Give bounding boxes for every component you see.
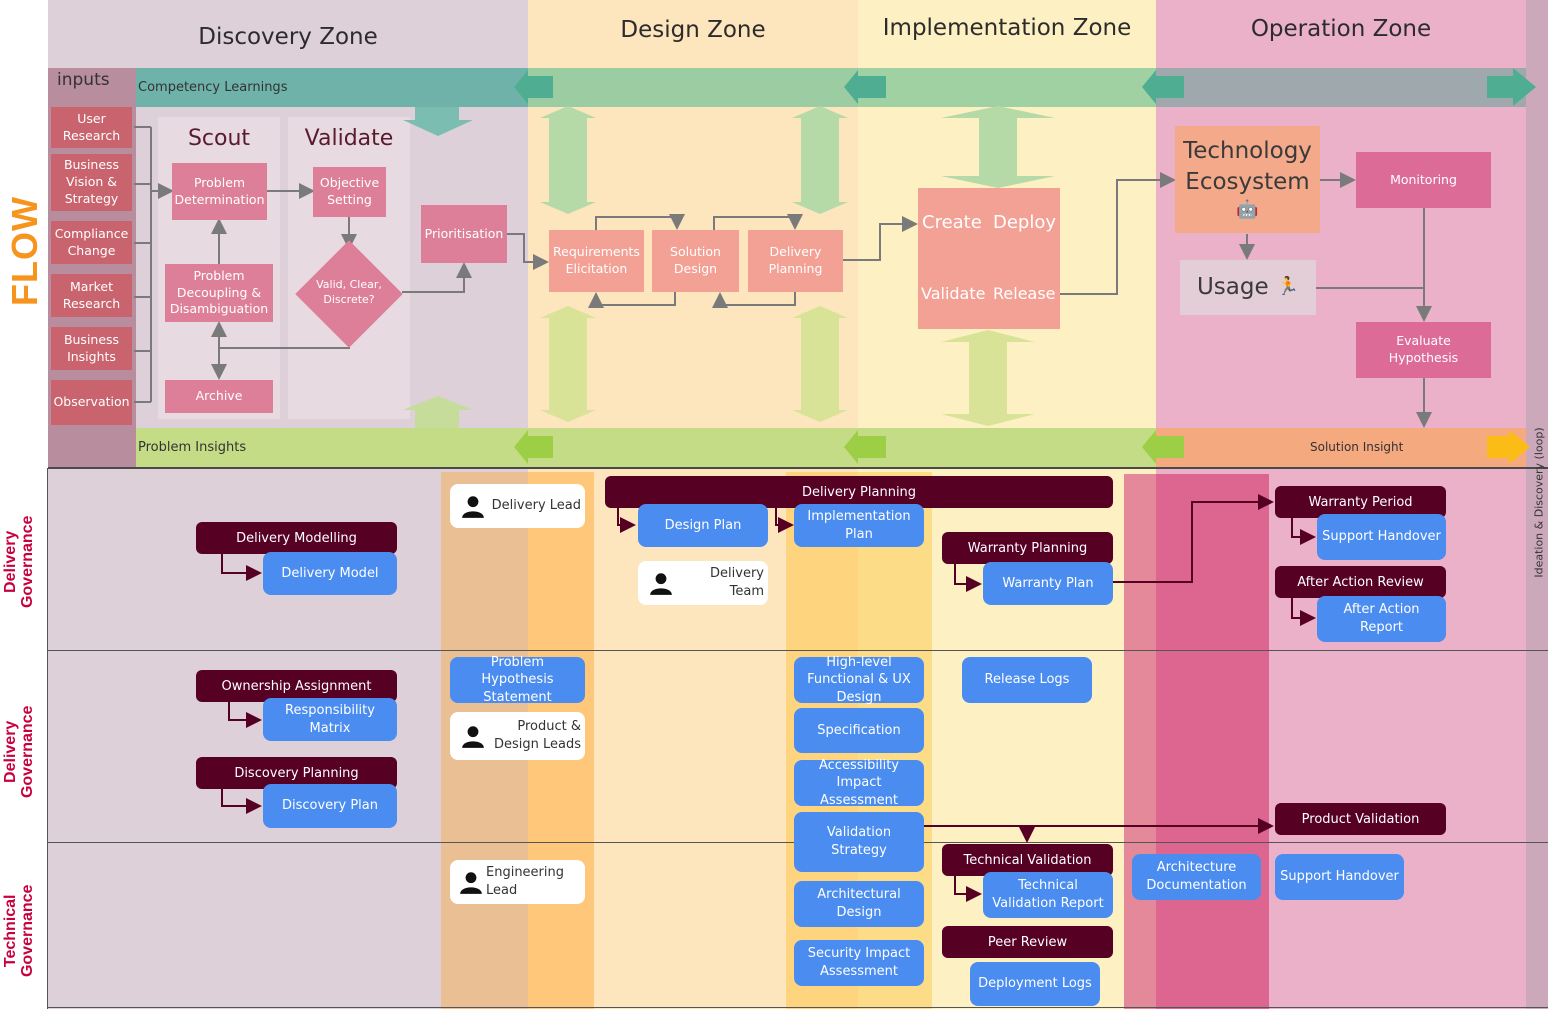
implementation-block[interactable] bbox=[918, 188, 1060, 329]
competency-band-design bbox=[528, 68, 858, 107]
lane-divider-2 bbox=[48, 650, 1548, 651]
security-impact-box[interactable]: Security Impact Assessment bbox=[794, 940, 924, 986]
competency-learnings-label: Competency Learnings bbox=[138, 80, 288, 95]
impl-deploy: Deploy bbox=[993, 212, 1057, 233]
requirements-elicitation-box[interactable]: Requirements Elicitation bbox=[549, 230, 644, 292]
support-handover-box-1[interactable]: Support Handover bbox=[1317, 514, 1446, 560]
lane-label-delivery-governance-2: Delivery Governance bbox=[2, 705, 36, 799]
input-business-vision: Business Vision & Strategy bbox=[51, 154, 132, 211]
competency-band-left bbox=[136, 68, 528, 107]
release-logs-box[interactable]: Release Logs bbox=[962, 657, 1092, 703]
input-market-research: Market Research bbox=[51, 274, 132, 317]
peer-review-box[interactable]: Peer Review bbox=[942, 926, 1113, 958]
warranty-plan-box[interactable]: Warranty Plan bbox=[983, 562, 1113, 605]
input-observation: Observation bbox=[51, 380, 132, 425]
warranty-period-box[interactable]: Warranty Period bbox=[1275, 486, 1446, 518]
engineering-lead-label: Engineering Lead bbox=[486, 865, 564, 898]
objective-setting-box[interactable]: Objective Setting bbox=[313, 167, 386, 217]
input-compliance-change: Compliance Change bbox=[51, 221, 132, 264]
technology-ecosystem-box[interactable]: Technology Ecosystem 🤖 bbox=[1175, 126, 1320, 233]
lane-label-technical-governance: Technical Governance bbox=[2, 884, 36, 978]
after-action-review-box[interactable]: After Action Review bbox=[1275, 566, 1446, 598]
lane-divider-1 bbox=[48, 467, 1548, 469]
tech-ecosystem-label: Technology Ecosystem bbox=[1183, 138, 1312, 196]
support-handover-box-2[interactable]: Support Handover bbox=[1275, 854, 1404, 900]
decision-label: Valid, Clear, Discrete? bbox=[316, 278, 382, 306]
person-icon bbox=[462, 726, 484, 748]
impl-validate: Validate bbox=[921, 284, 986, 303]
lane-label-delivery-governance-1: Delivery Governance bbox=[2, 515, 36, 609]
solution-design-box[interactable]: Solution Design bbox=[652, 230, 739, 292]
impl-release: Release bbox=[993, 284, 1056, 303]
deployment-logs-box[interactable]: Deployment Logs bbox=[970, 962, 1100, 1006]
person-icon bbox=[650, 573, 672, 595]
robot-icon: 🤖 bbox=[1236, 199, 1259, 221]
bottom-border bbox=[48, 1007, 1548, 1008]
delivery-modelling-box[interactable]: Delivery Modelling bbox=[196, 522, 397, 554]
evaluate-hypothesis-box[interactable]: Evaluate Hypothesis bbox=[1356, 322, 1491, 378]
solution-insight-band bbox=[1156, 428, 1526, 467]
product-design-leads-label: Product & Design Leads bbox=[493, 719, 581, 752]
solution-insight-label: Solution Insight bbox=[1310, 440, 1404, 454]
problem-determination-box[interactable]: Problem Determination bbox=[172, 163, 267, 220]
engineering-lead-card: Engineering Lead bbox=[450, 860, 585, 904]
architectural-design-box[interactable]: Architectural Design bbox=[794, 881, 924, 927]
inputs-header: inputs bbox=[57, 70, 110, 90]
left-border bbox=[47, 468, 48, 1009]
delivery-team-card: Delivery Team bbox=[638, 561, 768, 605]
runner-icon: 🏃 bbox=[1276, 276, 1300, 298]
problem-insights-label: Problem Insights bbox=[138, 440, 247, 455]
warranty-planning-box[interactable]: Warranty Planning bbox=[942, 532, 1113, 564]
validation-strategy-box[interactable]: Validation Strategy bbox=[794, 812, 924, 872]
after-action-report-box[interactable]: After Action Report bbox=[1317, 596, 1446, 642]
hl-functional-design-box[interactable]: High-level Functional & UX Design bbox=[794, 655, 924, 705]
input-user-research: User Research bbox=[51, 107, 132, 148]
problem-insights-band bbox=[136, 428, 1156, 467]
person-icon bbox=[462, 496, 484, 518]
product-validation-box[interactable]: Product Validation bbox=[1275, 803, 1446, 835]
specification-box[interactable]: Specification bbox=[794, 708, 924, 753]
delivery-model-box[interactable]: Delivery Model bbox=[263, 552, 397, 595]
zone-title-discovery: Discovery Zone bbox=[198, 24, 378, 50]
problem-hypothesis-box[interactable]: Problem Hypothesis Statement bbox=[450, 655, 585, 705]
zone-title-design: Design Zone bbox=[620, 17, 766, 43]
technical-validation-report-box[interactable]: Technical Validation Report bbox=[983, 872, 1113, 918]
usage-label: Usage bbox=[1196, 273, 1269, 300]
technical-validation-box[interactable]: Technical Validation bbox=[942, 844, 1113, 876]
implementation-plan-box[interactable]: Implementation Plan bbox=[794, 504, 924, 547]
delivery-planning-box[interactable]: Delivery Planning bbox=[748, 230, 843, 292]
problem-decoupling-box[interactable]: Problem Decoupling & Disambiguation bbox=[165, 264, 273, 322]
input-business-insights: Business Insights bbox=[51, 327, 132, 370]
zone-title-operation: Operation Zone bbox=[1250, 16, 1432, 42]
ownership-assignment-box[interactable]: Ownership Assignment bbox=[196, 670, 397, 702]
competency-band-op bbox=[1156, 68, 1526, 107]
discovery-plan-box[interactable]: Discovery Plan bbox=[263, 784, 397, 828]
discovery-planning-box[interactable]: Discovery Planning bbox=[196, 757, 397, 789]
usage-box[interactable]: Usage 🏃 bbox=[1180, 260, 1316, 315]
impl-create: Create bbox=[922, 212, 982, 233]
zone-title-implementation: Implementation Zone bbox=[882, 15, 1132, 41]
highlight-col-6 bbox=[1156, 474, 1269, 1009]
product-design-leads-card: Product & Design Leads bbox=[450, 712, 585, 760]
monitoring-box[interactable]: Monitoring bbox=[1356, 152, 1491, 208]
delivery-team-label: Delivery Team bbox=[710, 566, 764, 599]
flow-label: FLOW bbox=[4, 196, 45, 306]
delivery-lead-card: Delivery Lead bbox=[450, 484, 585, 528]
loop-strip-bg bbox=[1526, 0, 1548, 1009]
validate-title: Validate bbox=[304, 126, 394, 151]
delivery-lead-label: Delivery Lead bbox=[491, 498, 581, 514]
competency-band-impl bbox=[858, 68, 1156, 107]
scout-title: Scout bbox=[187, 126, 251, 151]
person-icon bbox=[460, 872, 482, 894]
design-plan-box[interactable]: Design Plan bbox=[638, 504, 768, 547]
highlight-col-5 bbox=[1124, 474, 1156, 1009]
responsibility-matrix-box[interactable]: Responsibility Matrix bbox=[263, 698, 397, 741]
loop-label: Ideation & Discovery (loop) bbox=[1532, 427, 1546, 578]
accessibility-impact-box[interactable]: Accessibility Impact Assessment bbox=[794, 758, 924, 808]
prioritisation-box[interactable]: Prioritisation bbox=[421, 205, 507, 263]
delivery-planning-gov-box[interactable]: Delivery Planning bbox=[605, 476, 1113, 508]
architecture-documentation-box[interactable]: Architecture Documentation bbox=[1132, 854, 1261, 900]
archive-box[interactable]: Archive bbox=[165, 380, 273, 413]
